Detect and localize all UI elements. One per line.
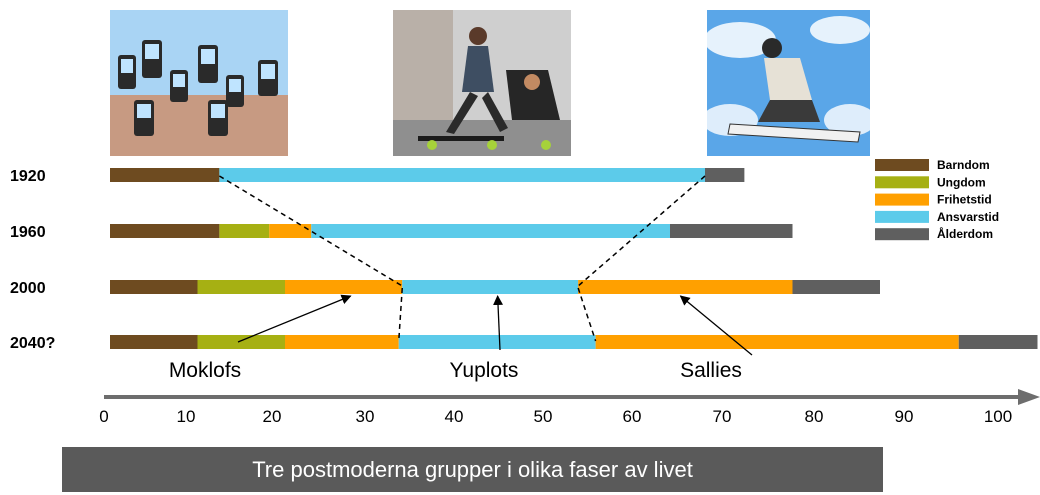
bar-segment-barndom [110, 335, 198, 349]
photos [110, 10, 876, 156]
bar-segment-ålderdom [705, 168, 745, 182]
x-tick-label: 100 [984, 407, 1012, 426]
timeline-chart: 1920 1960 2000 2040? Moklofs Yuplots Sallies 0 1… [10, 158, 1040, 426]
bar-segment-ungdom [219, 224, 270, 238]
bar-segment-ansvarstid [311, 224, 670, 238]
x-tick-label: 70 [713, 407, 732, 426]
annotation-arrow-sallies [679, 295, 753, 356]
legend-swatch-frihetstid [875, 193, 929, 206]
x-tick-label: 20 [263, 407, 282, 426]
annotation-arrow-moklofs [237, 294, 352, 343]
bar-segment-ansvarstid [398, 335, 596, 349]
dashed-connector [398, 287, 403, 342]
snowboarder-photo [702, 10, 876, 156]
bar-segment-frihetstid [285, 335, 399, 349]
bar-segment-ålderdom [670, 224, 793, 238]
x-tick-label: 0 [99, 407, 108, 426]
caption-text: Tre postmoderna grupper i olika faser av… [252, 456, 693, 482]
legend-label-ålderdom: Ålderdom [937, 226, 993, 241]
bar-segment-barndom [110, 280, 198, 294]
x-tick-label: 10 [177, 407, 196, 426]
bar-segment-barndom [110, 224, 220, 238]
x-tick-label: 80 [805, 407, 824, 426]
bar-segment-ålderdom [792, 280, 880, 294]
bar-segment-frihetstid [285, 280, 403, 294]
x-tick-label: 60 [623, 407, 642, 426]
legend-swatch-barndom [875, 159, 929, 171]
caption-bar: Tre postmoderna grupper i olika faser av… [62, 447, 883, 492]
legend-label-ungdom: Ungdom [937, 175, 986, 189]
bar-segment-frihetstid [578, 280, 793, 294]
dashed-connector [577, 287, 597, 342]
legend-label-frihetstid: Frihetstid [937, 193, 992, 207]
x-axis-arrowhead [1018, 389, 1040, 405]
bar-segment-ungdom [197, 280, 285, 294]
x-tick-label: 30 [356, 407, 375, 426]
row-label-2040: 2040? [10, 335, 55, 352]
woman-skateboard-stroller-photo [393, 10, 571, 156]
row-label-1920: 1920 [10, 168, 46, 185]
bar-segment-ungdom [197, 335, 285, 349]
legend-label-ansvarstid: Ansvarstid [937, 210, 999, 224]
dashed-connector [577, 175, 706, 287]
annotation-label-moklofs: Moklofs [169, 359, 241, 382]
bar-segment-ålderdom [958, 335, 1038, 349]
legend-swatch-ungdom [875, 176, 929, 189]
row-label-2000: 2000 [10, 280, 46, 297]
annotation-label-yuplots: Yuplots [450, 359, 519, 382]
bar-segment-ansvarstid [402, 280, 579, 294]
legend-swatch-ansvarstid [875, 210, 929, 223]
legend-label-barndom: Barndom [937, 158, 990, 172]
x-tick-label: 40 [445, 407, 464, 426]
annotation-arrow-yuplots [493, 295, 504, 351]
bar-segment-frihetstid [269, 224, 312, 238]
annotation-label-sallies: Sallies [680, 359, 742, 382]
legend-swatch-ålderdom [875, 228, 929, 241]
x-tick-label: 50 [534, 407, 553, 426]
row-label-1960: 1960 [10, 224, 46, 241]
bar-segment-barndom [110, 168, 220, 182]
x-tick-label: 90 [895, 407, 914, 426]
mobile-phones-photo [110, 10, 288, 156]
bar-segment-frihetstid [595, 335, 959, 349]
bar-segment-ansvarstid [219, 168, 705, 182]
